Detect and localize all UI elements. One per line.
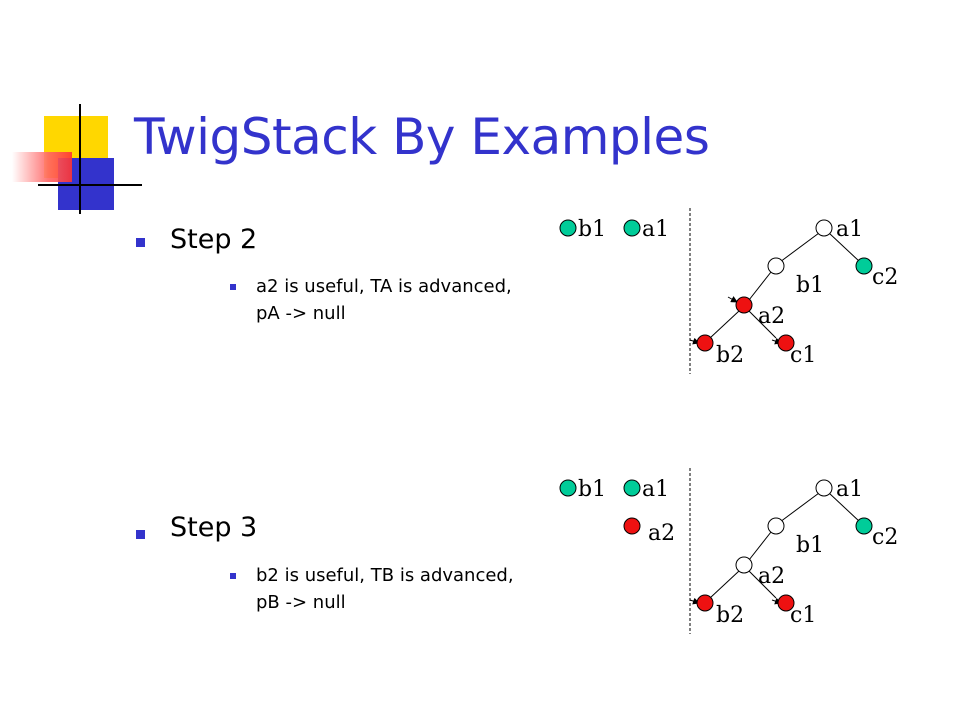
step-3-stack-label-a1: a1 [642,477,669,502]
step-3-sub-bullet [230,573,236,579]
step-2-edge-b1-a2 [748,271,772,301]
step-3-desc-line-2: pB -> null [256,592,346,613]
step-2-tree-node-c2 [855,257,873,275]
step-2-tree-node-a2 [735,296,753,314]
step-2-tree-node-b1 [767,257,785,275]
step-3-tree-label-a2: a2 [758,564,785,589]
step-2-description: a2 is useful, TA is advanced, pA -> null [256,273,616,327]
step-3-edge-a2-c1 [748,570,777,599]
step-3-edge-a2-b2 [709,570,740,599]
step-2-label: Step 2 [170,224,258,255]
step-3-stack-node-b1 [559,479,577,497]
step-3-description: b2 is useful, TB is advanced, pB -> null [256,562,616,616]
step-3-desc-line-1: b2 is useful, TB is advanced, [256,565,514,586]
step-3-stack-label-b1: b1 [578,477,606,502]
step-2-pointer-a2 [727,296,738,303]
step-3-bullet [136,530,145,539]
step-3-tree-label-c1: c1 [790,603,816,628]
step-2-stack-label-a1: a1 [642,217,669,242]
logo-red-block [12,152,72,182]
step-2-stack-node-a1 [623,219,641,237]
step-2-tree-node-a1 [815,219,833,237]
step-2-tree-label-b1: b1 [796,273,824,298]
step-3-edge-a1-c2 [828,492,861,523]
step-3-tree-node-b1 [767,517,785,535]
page-title: TwigStack By Examples [134,108,710,166]
step-2-tree-label-c2: c2 [872,265,898,290]
step-3-tree-node-a1 [815,479,833,497]
step-2-bullet [136,238,145,247]
step-2-tree-label-a2: a2 [758,304,785,329]
step-3-tree-label-b1: b1 [796,533,824,558]
step-3-edge-b1-a2 [748,531,772,561]
step-3-tree-label-c2: c2 [872,525,898,550]
step-3-stack-label-a2: a2 [648,521,675,546]
step-3-tree-label-b2: b2 [716,603,744,628]
step-3-tree-node-b2 [696,594,714,612]
step-2-edge-a2-c1 [748,310,777,339]
step-2-desc-line-1: a2 is useful, TA is advanced, [256,276,512,297]
step-2-tree-node-b2 [696,334,714,352]
step-2-desc-line-2: pA -> null [256,303,346,324]
step-2-tree-label-a1: a1 [836,217,863,242]
step-3-tree-node-c2 [855,517,873,535]
step-3-label: Step 3 [170,512,258,543]
logo-horizontal-line [38,184,142,186]
step-2-tree-label-c1: c1 [790,343,816,368]
step-2-sub-bullet [230,284,236,290]
step-3-stack-node-a2 [623,517,641,535]
step-2-edge-a1-c2 [828,232,861,263]
step-2-stack-label-b1: b1 [578,217,606,242]
logo-vertical-line [79,104,81,214]
step-3-tree-label-a1: a1 [836,477,863,502]
step-2-tree-label-b2: b2 [716,343,744,368]
step-2-stack-node-b1 [559,219,577,237]
step-3-edge-a1-b1 [779,492,820,523]
step-2-diagram: b1 a1 a1 b1 c2 a2 b2 c1 [559,208,898,374]
step-2-edge-a1-b1 [779,232,820,263]
step-2-edge-a2-b2 [709,310,740,339]
step-3-tree-node-a2 [735,556,753,574]
step-2-tree-node-c1 [777,334,795,352]
step-3-diagram: b1 a1 a2 a1 b1 c2 a2 b2 [559,468,898,634]
step-3-tree-node-c1 [777,594,795,612]
step-3-stack-node-a1 [623,479,641,497]
